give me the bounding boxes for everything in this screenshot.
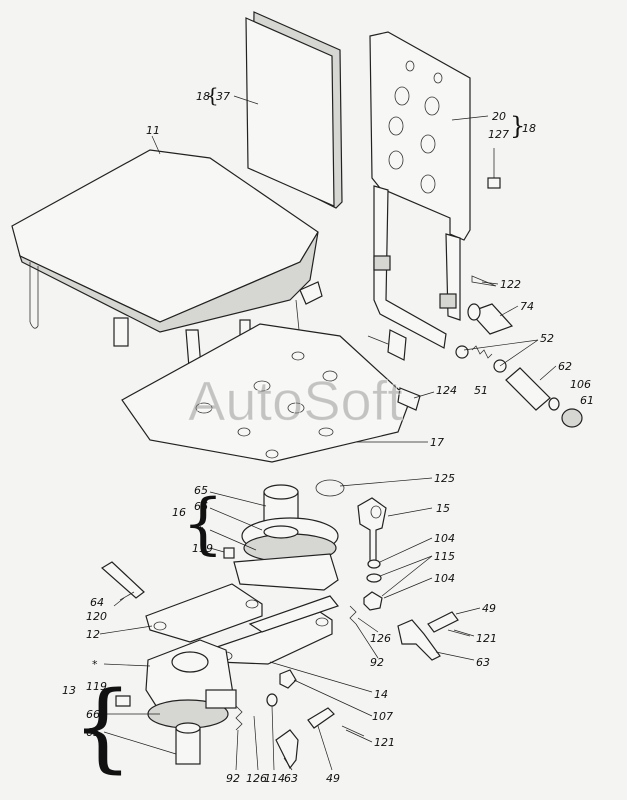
callout-18-frame: 18	[522, 122, 536, 135]
cotter-pin-part-121	[341, 629, 471, 737]
callout-119-top: 119	[192, 542, 213, 555]
callout-13: 13	[62, 684, 76, 697]
backrest-frame-part-20	[369, 31, 471, 349]
callout-119-bottom: 119	[86, 680, 107, 693]
callout-120: 120	[86, 610, 107, 623]
callout-122: 122	[500, 278, 521, 291]
callout-127-top: 127	[488, 128, 509, 141]
spring-part-92	[235, 605, 357, 731]
nut-part-107	[279, 669, 297, 689]
callout-49-right: 49	[482, 602, 496, 615]
callout-20: 20	[492, 110, 506, 123]
callout-12: 12	[86, 628, 100, 641]
axle-part-74	[467, 303, 514, 335]
callout-64: 64	[90, 596, 104, 609]
callout-star-top: *	[198, 524, 204, 537]
callout-66-bottom: 66	[86, 708, 100, 721]
brace-16: {	[182, 485, 224, 562]
screw-part-127	[487, 148, 501, 189]
callout-115: 115	[434, 550, 455, 563]
seat-pan-part-17	[121, 323, 421, 463]
link-plate-part-12	[145, 583, 263, 643]
cotter-pin-part-122	[471, 275, 497, 287]
callout-66-top: 66	[194, 500, 208, 513]
callout-121-bottom: 121	[374, 736, 395, 749]
callout-65-top: 65	[194, 484, 208, 497]
callout-63-right: 63	[476, 656, 490, 669]
brace-18-left: {	[206, 83, 219, 107]
swivel-assembly-part-16	[223, 484, 339, 591]
shaft-part-62	[505, 367, 560, 411]
callout-92-right: 92	[370, 656, 384, 669]
callout-61: 61	[580, 394, 594, 407]
callout-106: 106	[570, 378, 591, 391]
brace-18-right: }	[510, 112, 525, 140]
callout-14: 14	[374, 688, 388, 701]
callout-114: 114	[264, 772, 285, 785]
ring-part-125	[315, 479, 345, 497]
callout-49-bottom: 49	[326, 772, 340, 785]
washers-parts-104-115	[363, 559, 383, 611]
bracket-part-15	[357, 497, 387, 567]
callout-124: 124	[436, 384, 457, 397]
callout-107: 107	[372, 710, 393, 723]
base-assembly-part-13	[115, 639, 237, 765]
callout-104-bottom: 104	[434, 572, 455, 585]
callout-11: 11	[146, 124, 160, 137]
callout-63-bottom: 63	[284, 772, 298, 785]
backrest-cushion-part-37	[245, 11, 343, 209]
callout-125: 125	[434, 472, 455, 485]
callout-51: 51	[474, 384, 488, 397]
callout-92-bottom: 92	[226, 772, 240, 785]
callout-17: 17	[430, 436, 444, 449]
watermark-text: AutoSoft	[188, 369, 403, 432]
callout-104-top: 104	[434, 532, 455, 545]
leader-lines	[99, 95, 557, 771]
callout-65-bottom: 65	[86, 726, 100, 739]
callout-16: 16	[172, 506, 186, 519]
pin-part-49	[307, 611, 459, 729]
lever-part-63	[275, 619, 441, 770]
callout-18-backrest: 18	[196, 90, 210, 103]
callout-126-bottom: 126	[246, 772, 267, 785]
callout-52: 52	[540, 332, 554, 345]
callout-star-bottom: *	[92, 658, 98, 671]
washer-part-114	[266, 693, 278, 707]
callout-126-right: 126	[370, 632, 391, 645]
callout-62: 62	[558, 360, 572, 373]
brace-13: {	[72, 671, 133, 783]
callout-74: 74	[520, 300, 534, 313]
bolt-part-64	[100, 561, 145, 601]
spring-washers-parts-51-52	[455, 345, 507, 373]
callout-15: 15	[436, 502, 450, 515]
callout-37: 37	[216, 90, 230, 103]
callout-121-right: 121	[476, 632, 497, 645]
knob-part-61	[561, 408, 583, 428]
